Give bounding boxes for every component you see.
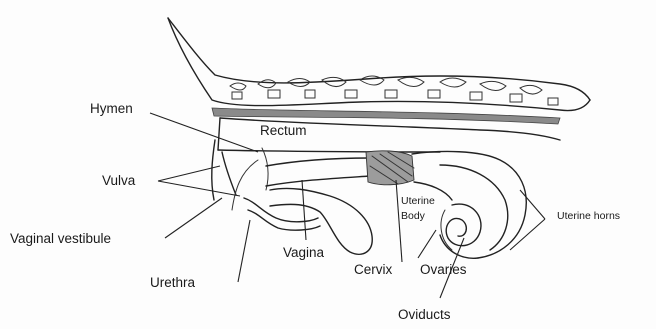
label-ovaries: Ovaries (420, 262, 467, 277)
leader-lines (150, 113, 545, 298)
label-vagina: Vagina (283, 245, 325, 260)
label-uterine-body-line2: Body (401, 210, 426, 222)
label-vulva: Vulva (102, 173, 136, 188)
label-hymen: Hymen (90, 101, 133, 116)
label-oviducts: Oviducts (398, 307, 451, 322)
label-urethra: Urethra (150, 275, 196, 290)
ovary-coil (441, 204, 481, 250)
label-cervix: Cervix (354, 262, 393, 277)
label-uterine-horns: Uterine horns (557, 210, 620, 222)
label-uterine-body-line1: Uterine (401, 195, 435, 207)
label-rectum: Rectum (260, 123, 307, 138)
label-vaginal-vestibule: Vaginal vestibule (10, 231, 111, 246)
vagina-outline (266, 158, 370, 186)
cervix-shading (366, 151, 414, 185)
vertebral-column (168, 18, 590, 124)
